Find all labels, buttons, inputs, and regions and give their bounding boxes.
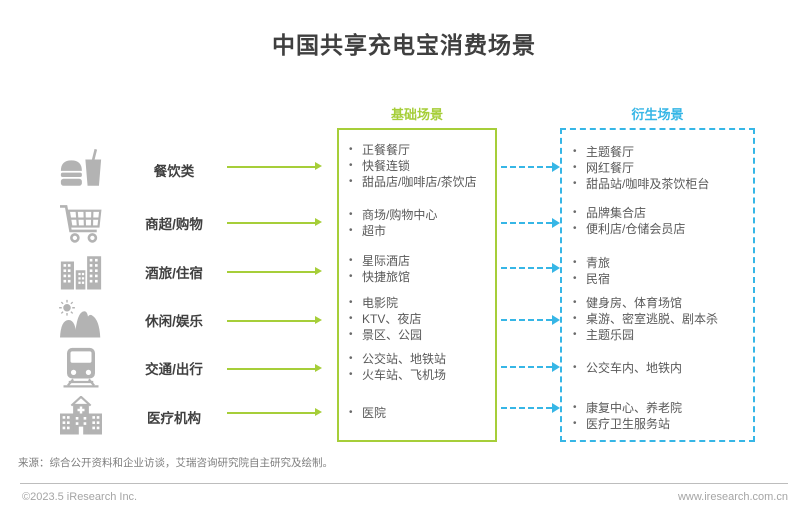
list-item: 星际酒店 <box>347 253 493 269</box>
arrow-shopping-to-derived <box>501 218 560 228</box>
footer-url: www.iresearch.com.cn <box>677 491 788 503</box>
base-group-transport: 公交站、地铁站 火车站、飞机场 <box>347 351 493 383</box>
arrow-transport-to-derived <box>501 362 560 372</box>
list-item: 快捷旅馆 <box>347 269 493 285</box>
arrow-shopping-to-base <box>227 218 322 226</box>
list-item: 品牌集合店 <box>571 205 751 221</box>
mountains-sun-icon <box>56 299 106 341</box>
arrow-dining-to-derived <box>501 162 560 172</box>
category-row-leisure: 休闲/娱乐 <box>56 294 222 346</box>
buildings-icon <box>56 251 106 293</box>
list-item: 景区、公园 <box>347 327 493 343</box>
base-column-header: 基础场景 <box>390 107 443 122</box>
list-item: 康复中心、养老院 <box>571 400 751 416</box>
page-title: 中国共享充电宝消费场景 <box>272 32 536 58</box>
arrow-medical-to-derived <box>501 403 560 413</box>
list-item: 快餐连锁 <box>347 158 493 174</box>
list-item: 健身房、体育场馆 <box>571 295 751 311</box>
category-label: 休闲/娱乐 <box>145 314 203 329</box>
derived-group-medical: 康复中心、养老院 医疗卫生服务站 <box>571 400 751 432</box>
category-row-hotel: 酒旅/住宿 <box>56 246 222 298</box>
derived-group-leisure: 健身房、体育场馆 桌游、密室逃脱、剧本杀 主题乐园 <box>571 295 751 343</box>
list-item: 商场/购物中心 <box>347 207 493 223</box>
arrow-leisure-to-base <box>227 316 322 324</box>
arrow-hotel-to-base <box>227 267 322 275</box>
derived-group-transport: 公交车内、地铁内 <box>571 360 751 376</box>
list-item: 正餐餐厅 <box>347 142 493 158</box>
list-item: 网红餐厅 <box>571 160 751 176</box>
base-group-dining: 正餐餐厅 快餐连锁 甜品店/咖啡店/茶饮店 <box>347 142 493 190</box>
derived-group-shopping: 品牌集合店 便利店/仓储会员店 <box>571 205 751 237</box>
base-group-hotel: 星际酒店 快捷旅馆 <box>347 253 493 285</box>
derived-column-header: 衍生场景 <box>631 107 684 122</box>
category-row-transport: 交通/出行 <box>56 342 222 394</box>
category-row-medical: 医疗机构 <box>56 391 222 443</box>
list-item: 主题乐园 <box>571 327 751 343</box>
list-item: 青旅 <box>571 255 751 271</box>
list-item: 主题餐厅 <box>571 144 751 160</box>
category-row-shopping: 商超/购物 <box>56 197 222 249</box>
arrow-dining-to-base <box>227 162 322 170</box>
derived-group-dining: 主题餐厅 网红餐厅 甜品站/咖啡及茶饮柜台 <box>571 144 751 192</box>
hospital-icon <box>56 396 106 438</box>
footer-copyright: ©2023.5 iResearch Inc. <box>22 491 138 503</box>
category-label: 医疗机构 <box>147 411 201 426</box>
arrow-hotel-to-derived <box>501 263 560 273</box>
derived-group-hotel: 青旅 民宿 <box>571 255 751 287</box>
base-group-medical: 医院 <box>347 405 493 421</box>
list-item: 民宿 <box>571 271 751 287</box>
list-item: 火车站、飞机场 <box>347 367 493 383</box>
base-group-shopping: 商场/购物中心 超市 <box>347 207 493 239</box>
list-item: 甜品站/咖啡及茶饮柜台 <box>571 176 751 192</box>
list-item: 医院 <box>347 405 493 421</box>
arrow-leisure-to-derived <box>501 315 560 325</box>
arrow-medical-to-base <box>227 408 322 416</box>
footer-divider <box>20 483 788 484</box>
list-item: 便利店/仓储会员店 <box>571 221 751 237</box>
train-icon <box>56 347 106 389</box>
shopping-cart-icon <box>56 202 106 244</box>
arrow-transport-to-base <box>227 364 322 372</box>
base-group-leisure: 电影院 KTV、夜店 景区、公园 <box>347 295 493 343</box>
category-label: 商超/购物 <box>145 217 203 232</box>
source-note: 来源：综合公开资料和企业访谈，艾瑞咨询研究院自主研究及绘制。 <box>18 457 333 469</box>
dining-icon <box>56 149 106 191</box>
category-label: 酒旅/住宿 <box>145 266 203 281</box>
list-item: KTV、夜店 <box>347 311 493 327</box>
list-item: 桌游、密室逃脱、剧本杀 <box>571 311 751 327</box>
list-item: 超市 <box>347 223 493 239</box>
category-label: 餐饮类 <box>153 164 195 179</box>
category-row-dining: 餐饮类 <box>56 144 222 196</box>
list-item: 医疗卫生服务站 <box>571 416 751 432</box>
list-item: 电影院 <box>347 295 493 311</box>
list-item: 公交车内、地铁内 <box>571 360 751 376</box>
list-item: 甜品店/咖啡店/茶饮店 <box>347 174 493 190</box>
category-label: 交通/出行 <box>145 362 203 377</box>
list-item: 公交站、地铁站 <box>347 351 493 367</box>
